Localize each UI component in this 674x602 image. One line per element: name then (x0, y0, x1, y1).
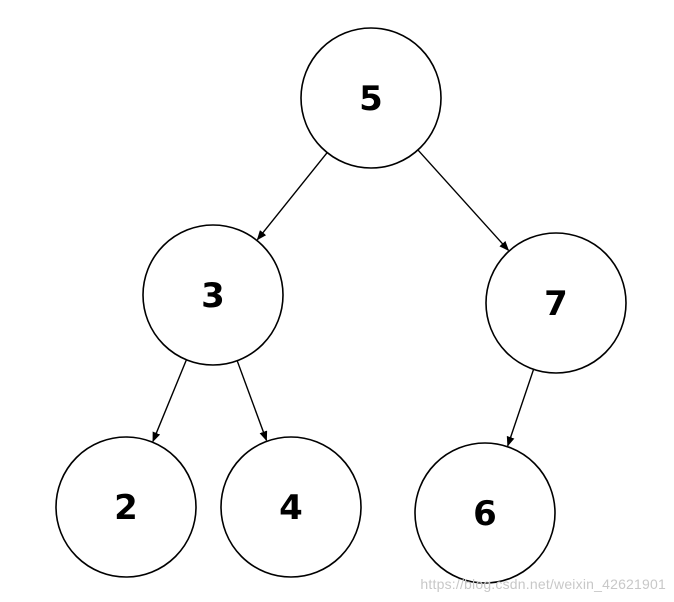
node-circle (55, 436, 197, 578)
node-circle (414, 442, 556, 584)
node-label: 6 (473, 494, 497, 534)
node-circle (300, 27, 442, 169)
tree-node-3: 3 (142, 224, 284, 366)
node-label: 7 (544, 284, 568, 324)
tree-node-6: 6 (414, 442, 556, 584)
tree-node-4: 4 (220, 436, 362, 578)
edge-n7-n6 (506, 369, 535, 447)
node-circle (220, 436, 362, 578)
node-label: 3 (201, 276, 225, 316)
tree-node-5: 5 (300, 27, 442, 169)
edge-n5-n7 (417, 149, 510, 252)
edge-n3-n2 (152, 359, 188, 443)
node-circle (142, 224, 284, 366)
tree-node-2: 2 (55, 436, 197, 578)
tree-node-7: 7 (485, 232, 627, 374)
node-label: 2 (114, 488, 138, 528)
nodes-layer: 5 3 7 2 4 6 (55, 27, 627, 584)
edges-layer (152, 149, 535, 447)
node-circle (485, 232, 627, 374)
edge-n5-n3 (256, 152, 328, 241)
node-label: 4 (279, 488, 303, 528)
node-label: 5 (359, 79, 383, 119)
edge-n3-n4 (236, 360, 268, 442)
watermark-text: https://blog.csdn.net/weixin_42621901 (420, 576, 666, 592)
